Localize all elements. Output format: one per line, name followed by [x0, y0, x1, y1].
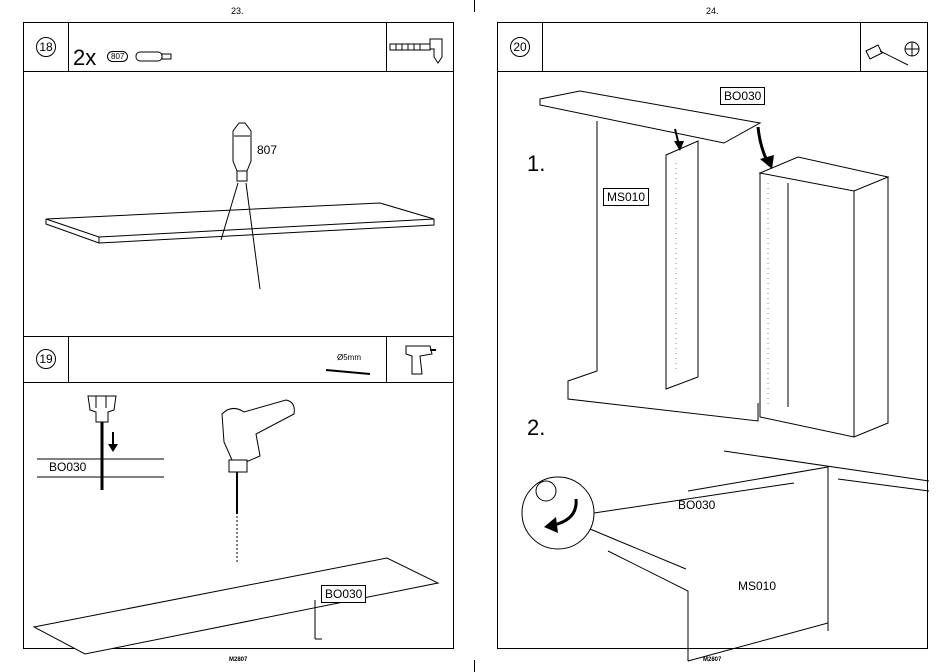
board-label-left: BO030: [49, 460, 86, 474]
tool-divider: [386, 23, 387, 71]
footer-left: M2807: [229, 657, 247, 663]
header-divider: [542, 23, 543, 71]
step-19-number: 19: [36, 349, 56, 369]
part-badge: 807: [107, 51, 128, 62]
screwdriver-icon: [864, 41, 924, 69]
crop-mark-bottom: [474, 660, 475, 672]
footer-right: M2807: [703, 657, 721, 663]
step-20-header: 20: [498, 23, 927, 72]
dowel-callout: 807: [257, 143, 277, 157]
side-panel-label: MS010: [603, 188, 649, 206]
substep-1: 1.: [527, 151, 545, 177]
page-number-right: 24.: [706, 6, 719, 16]
step-20-number: 20: [510, 37, 530, 57]
step-20-panel: 20 1.: [497, 22, 928, 649]
step-18-panel: 18 2x 807 807: [23, 22, 454, 338]
tool-divider: [860, 23, 861, 71]
step-18-drawing: [24, 71, 455, 339]
step-19-header: 19 Ø5mm: [24, 337, 453, 383]
step-18-header: 18 2x 807: [24, 23, 453, 72]
detail-board-label: BO030: [678, 498, 715, 512]
substep-2: 2.: [527, 415, 545, 441]
step-18-number: 18: [36, 37, 56, 57]
step-20-drawing: [498, 71, 929, 650]
page-number-left: 23.: [231, 6, 244, 16]
step-19-panel: 19 Ø5mm BO030 BO030: [23, 336, 454, 649]
hammer-icon: [390, 37, 448, 65]
detail-side-label: MS010: [738, 579, 776, 593]
dowel-icon: [134, 49, 174, 65]
board-label-right: BO030: [321, 585, 366, 603]
step-19-drawing: [24, 382, 455, 650]
header-divider: [68, 23, 69, 71]
drill-bit-icon: [324, 367, 374, 377]
header-divider: [68, 337, 69, 382]
tool-divider: [386, 337, 387, 382]
board-label-top: BO030: [720, 87, 765, 105]
drill-icon: [402, 340, 438, 380]
quantity-label: 2x: [73, 45, 96, 71]
drill-bit-size: Ø5mm: [337, 353, 361, 362]
crop-mark-top: [474, 0, 475, 12]
